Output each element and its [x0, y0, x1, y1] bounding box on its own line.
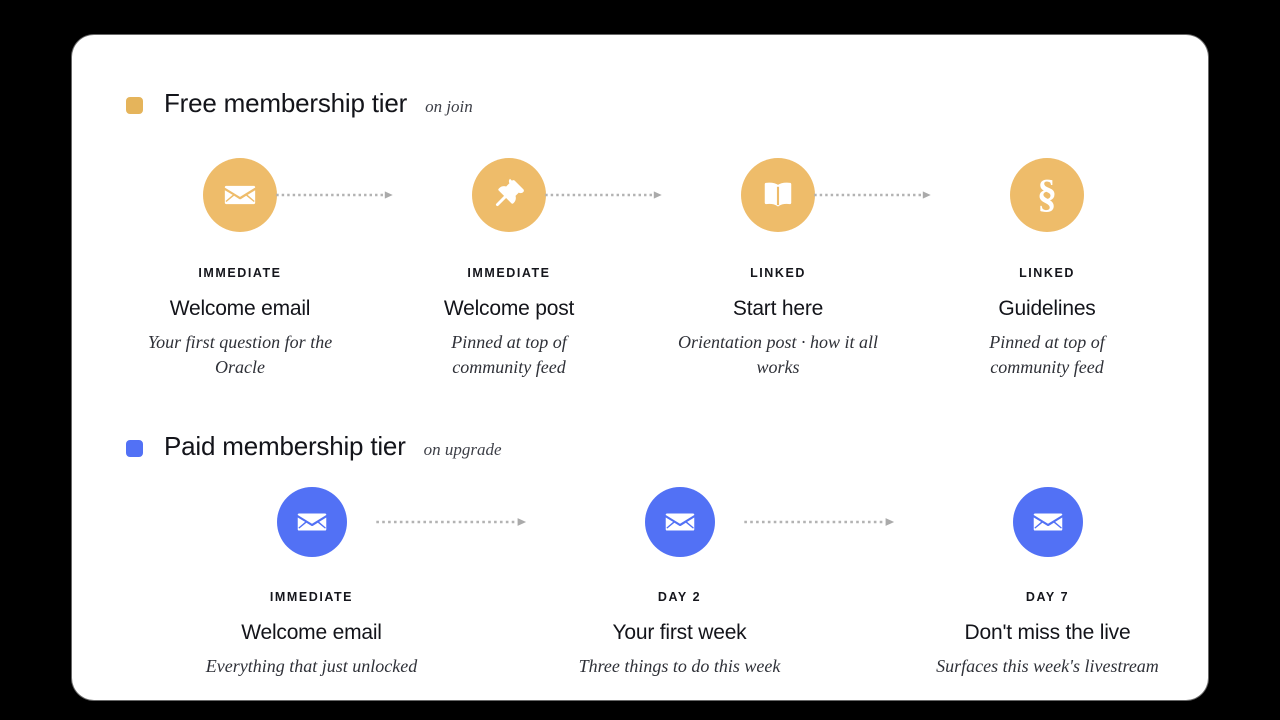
flow-node[interactable]: LINKED Start here Orientation post · how… — [666, 158, 890, 380]
flow-connector-arrow — [276, 158, 397, 232]
envelope-icon — [223, 178, 257, 212]
node-title: Don't miss the live — [964, 621, 1131, 644]
diagram-card: Free membership tier on join IMMEDIATE W… — [72, 35, 1208, 700]
node-icon-badge — [644, 487, 715, 557]
node-description: Orientation post · how it all works — [677, 332, 878, 377]
section-header-paid-tier: Paid membership tier on upgrade — [126, 431, 502, 462]
node-kicker: LINKED — [750, 266, 806, 280]
node-title: Start here — [732, 297, 824, 320]
node-icon-badge — [741, 158, 815, 232]
flow-row-free-tier: IMMEDIATE Welcome email Your first quest… — [128, 158, 1159, 380]
flow-node[interactable]: DAY 2 Your first week Three things to do… — [532, 487, 827, 679]
node-description: Three things to do this week — [578, 656, 781, 676]
tier-title: Paid membership tier — [164, 431, 406, 461]
node-kicker: IMMEDIATE — [467, 266, 551, 280]
node-title: Welcome email — [241, 621, 382, 644]
node-kicker: DAY 7 — [1025, 590, 1070, 604]
tier-trigger-label: on upgrade — [423, 440, 502, 459]
node-kicker: DAY 2 — [657, 590, 702, 604]
flow-connector-arrow — [744, 487, 900, 557]
node-description: Everything that just unlocked — [205, 656, 418, 676]
node-icon-badge — [472, 158, 546, 232]
node-title: Guidelines — [998, 297, 1096, 320]
flow-connector-arrow — [814, 158, 935, 232]
flow-node[interactable]: DAY 7 Don't miss the live Surfaces this … — [900, 487, 1195, 679]
node-description: Pinned at top of community feed — [989, 332, 1105, 377]
section-header-free-tier: Free membership tier on join — [126, 88, 473, 119]
node-icon-badge — [1012, 487, 1083, 557]
node-icon-badge — [203, 158, 277, 232]
flow-node[interactable]: IMMEDIATE Welcome post Pinned at top of … — [397, 158, 621, 380]
envelope-icon — [296, 506, 328, 538]
node-kicker: IMMEDIATE — [198, 266, 282, 280]
node-kicker: IMMEDIATE — [269, 590, 354, 604]
node-description: Your first question for the Oracle — [147, 332, 333, 377]
pushpin-icon — [492, 178, 526, 212]
flow-node[interactable]: IMMEDIATE Welcome email Everything that … — [164, 487, 459, 679]
envelope-icon — [664, 506, 696, 538]
flow-node[interactable]: § LINKED Guidelines Pinned at top of com… — [935, 158, 1159, 380]
node-description: Pinned at top of community feed — [451, 332, 567, 377]
node-title: Welcome post — [443, 297, 575, 320]
node-kicker: LINKED — [1019, 266, 1075, 280]
node-title: Your first week — [612, 621, 747, 644]
node-icon-badge: § — [1010, 158, 1084, 232]
node-icon-badge — [276, 487, 347, 557]
tier-swatch-icon — [126, 97, 143, 114]
tier-title: Free membership tier — [164, 88, 408, 118]
flow-connector-arrow — [545, 158, 666, 232]
section-sign-icon: § — [1037, 171, 1057, 216]
node-title: Welcome email — [169, 297, 311, 320]
flow-row-paid-tier: IMMEDIATE Welcome email Everything that … — [164, 487, 1195, 679]
flow-node[interactable]: IMMEDIATE Welcome email Your first quest… — [128, 158, 352, 380]
tier-trigger-label: on join — [425, 97, 473, 116]
tier-swatch-icon — [126, 440, 143, 457]
flow-connector-arrow — [376, 487, 532, 557]
envelope-icon — [1032, 506, 1064, 538]
node-description: Surfaces this week's livestream — [936, 656, 1159, 676]
open-book-icon — [761, 178, 795, 212]
